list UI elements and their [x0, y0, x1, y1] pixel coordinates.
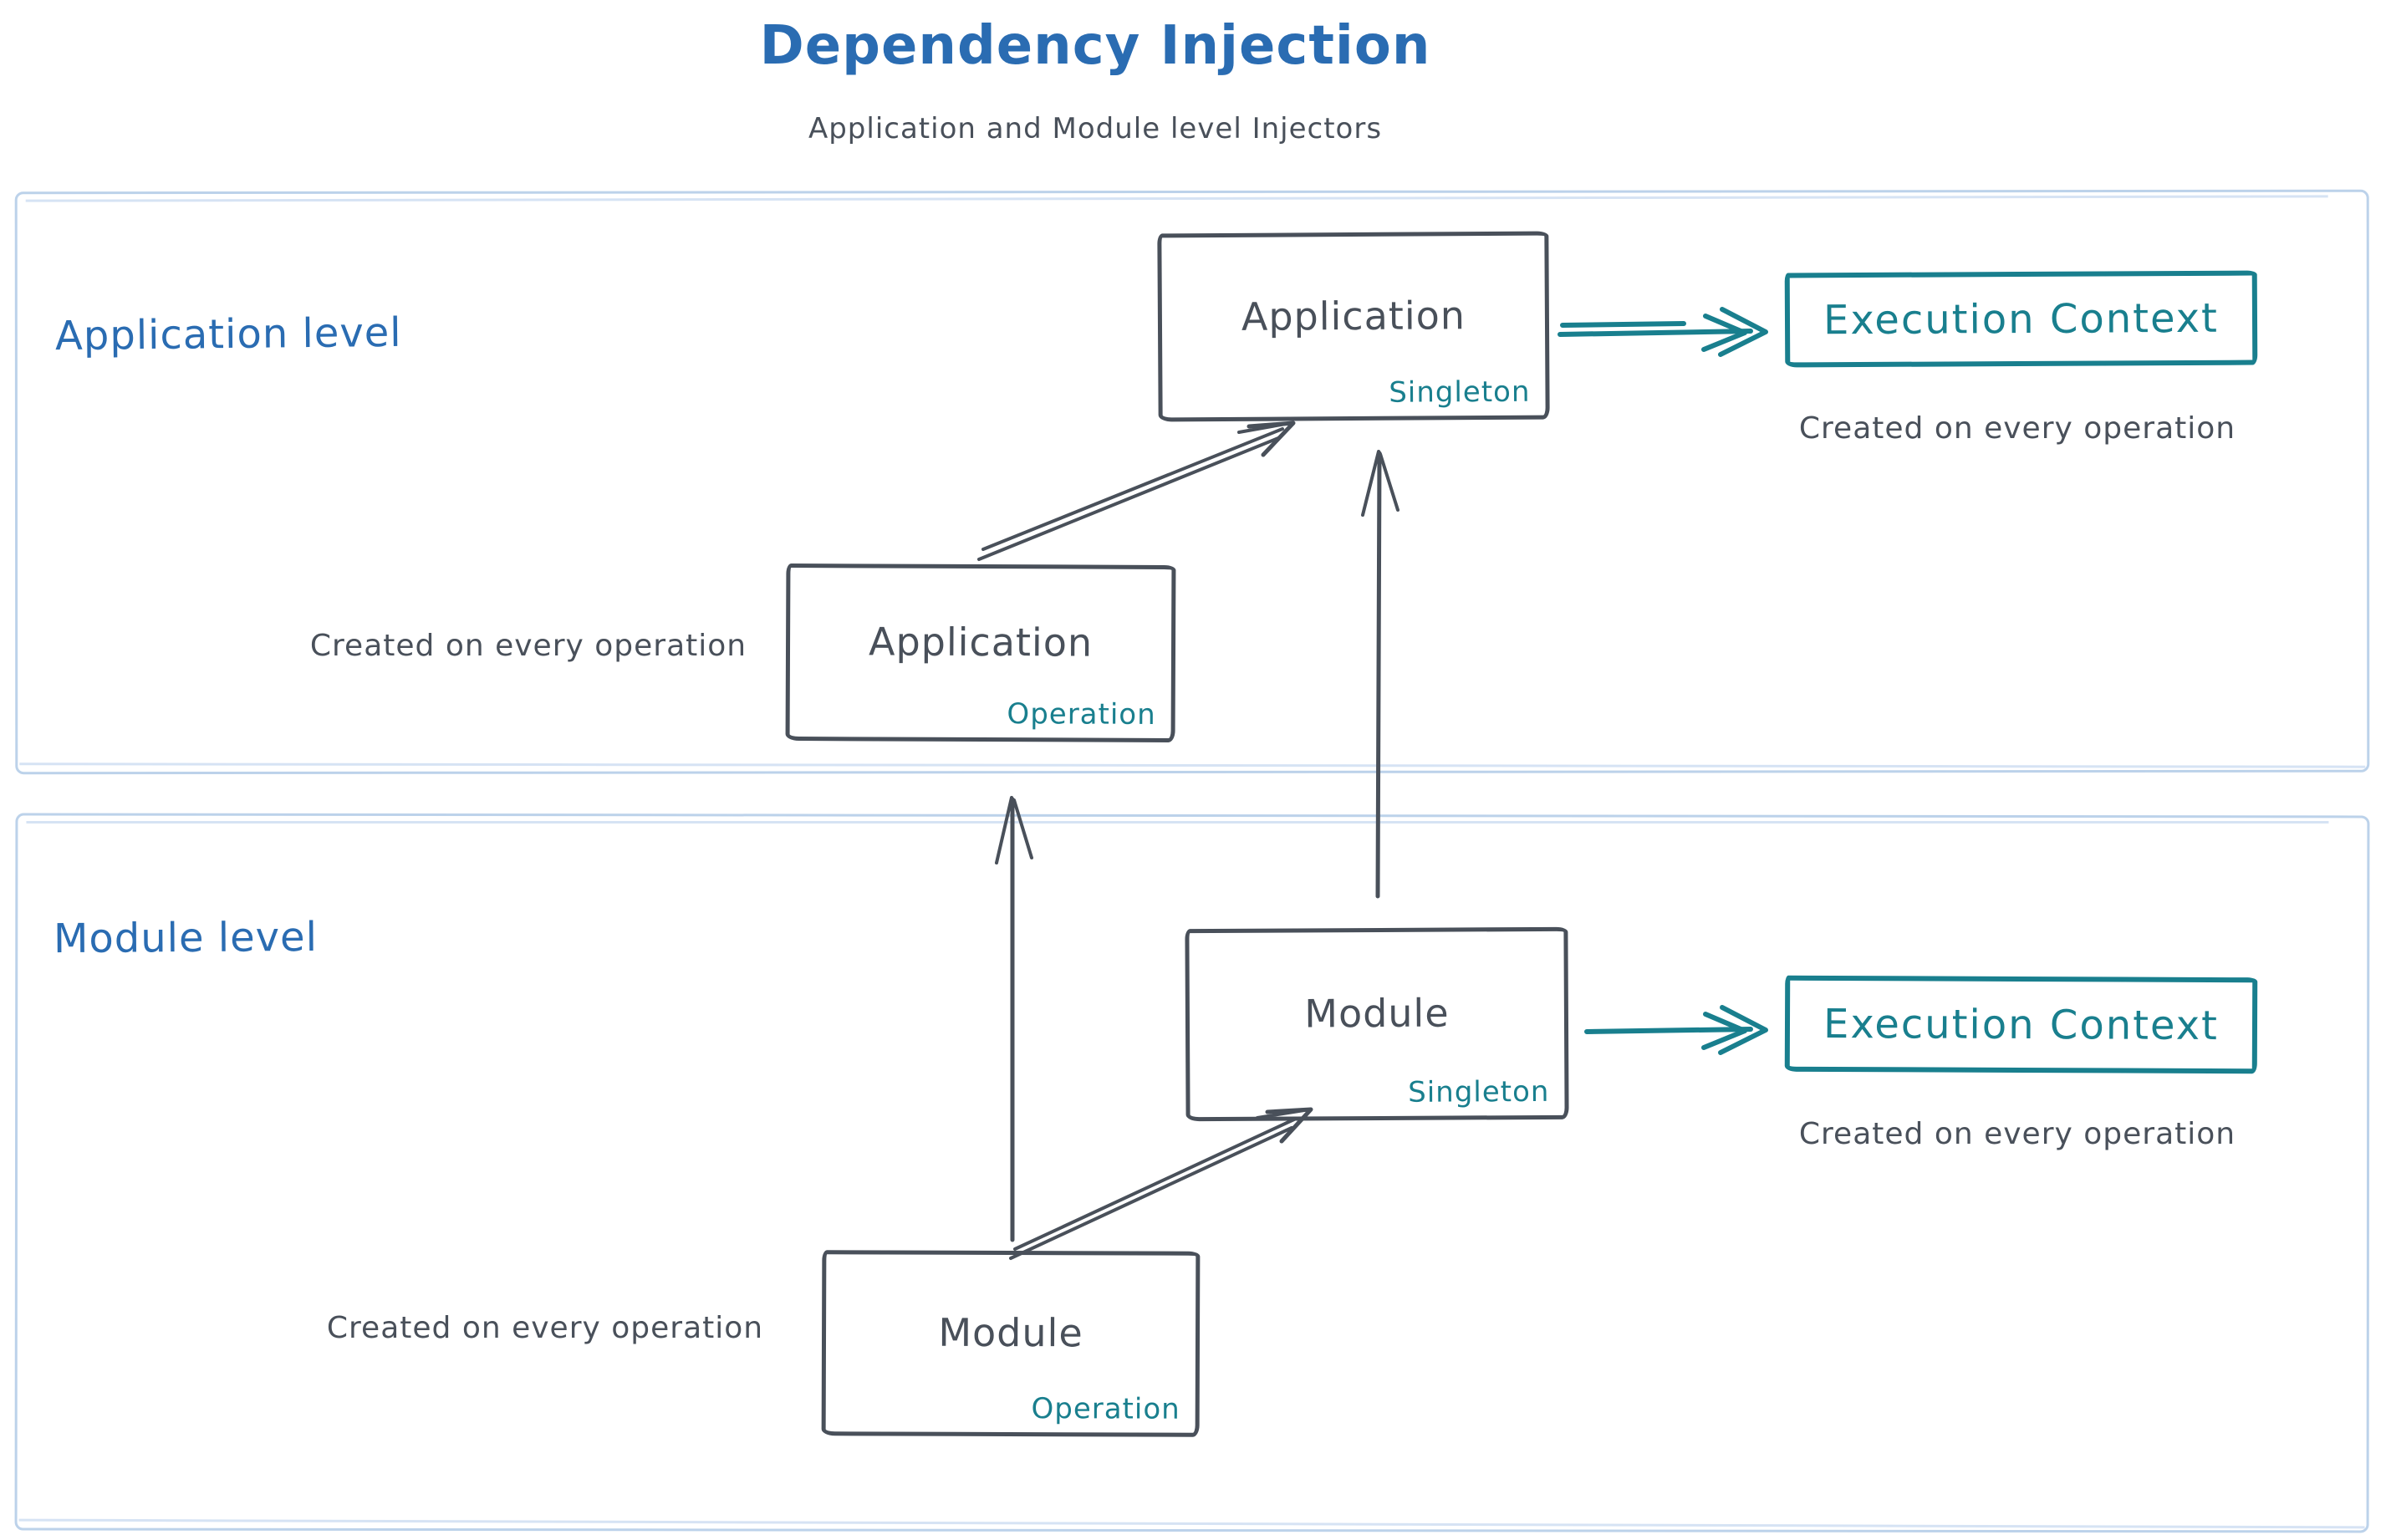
application-operation-caption: Created on every operation [309, 629, 747, 663]
application-operation-scope-label: Operation [1007, 697, 1156, 732]
application-execution-context-title: Execution Context [1823, 294, 2220, 344]
module-singleton-scope-label: Singleton [1408, 1074, 1550, 1109]
page-subtitle: Application and Module level Injectors [808, 112, 1383, 145]
module-execution-context-box: Execution Context [1784, 975, 2258, 1074]
module-operation-box: Module Operation [821, 1250, 1201, 1437]
module-operation-scope-label: Operation [1031, 1392, 1180, 1426]
page-title: Dependency Injection [759, 15, 1431, 77]
application-operation-box: Application Operation [785, 563, 1176, 743]
module-operation-title: Module [938, 1309, 1083, 1356]
application-level-label: Application level [54, 309, 402, 360]
module-execution-context-caption: Created on every operation [1798, 1117, 2236, 1151]
application-singleton-scope-label: Singleton [1389, 375, 1531, 410]
application-singleton-box: Application Singleton [1157, 231, 1550, 422]
module-level-label: Module level [53, 913, 319, 963]
module-execution-context-title: Execution Context [1823, 1000, 2220, 1049]
module-operation-caption: Created on every operation [326, 1311, 764, 1345]
module-singleton-title: Module [1304, 990, 1450, 1037]
application-operation-title: Application [868, 619, 1094, 665]
module-singleton-box: Module Singleton [1185, 926, 1569, 1122]
application-execution-context-caption: Created on every operation [1798, 411, 2236, 446]
application-singleton-title: Application [1241, 292, 1466, 339]
application-execution-context-box: Execution Context [1784, 270, 2258, 368]
